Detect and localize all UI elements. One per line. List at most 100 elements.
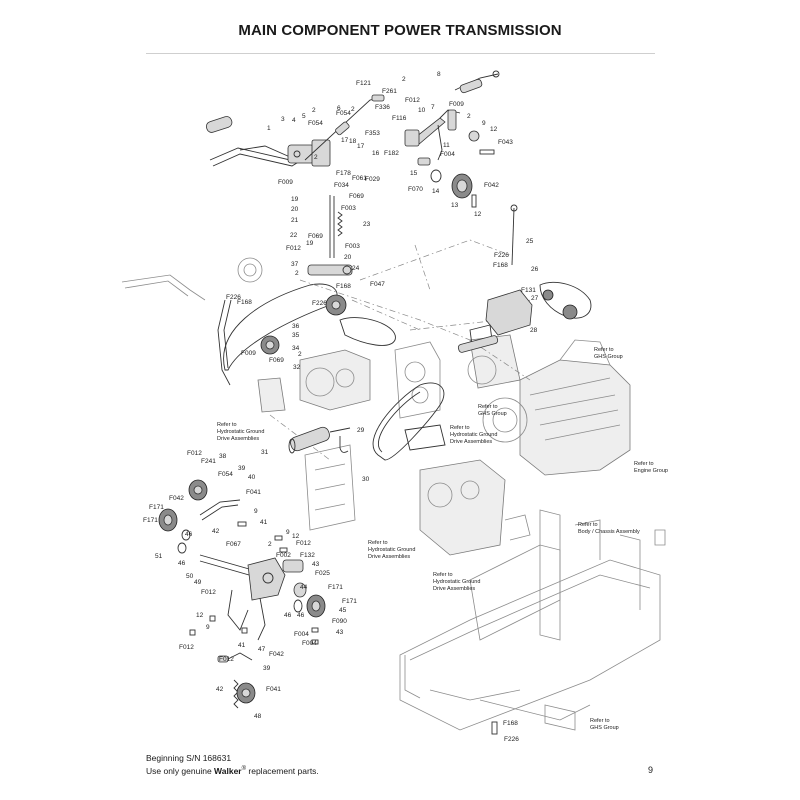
callout-labels: F121 2 F261 8 F012 F009 F336 2 F054 6 2 … (143, 71, 539, 743)
bushing-14-15 (417, 157, 442, 183)
callout-f241: F241 (201, 458, 216, 465)
callout-f090: F090 (332, 618, 347, 625)
callout-2-b: 2 (351, 106, 355, 113)
hook-30 (339, 436, 349, 453)
callout-f171-b: F171 (143, 517, 158, 524)
callout-16: 16 (372, 150, 380, 157)
callout-f168-b: F168 (237, 299, 252, 306)
callout-9-a: 9 (482, 120, 486, 127)
page-footer: Beginning S/N 168631 Use only genuine Wa… (146, 753, 319, 777)
callout-9-d: 9 (206, 624, 210, 631)
callout-19-b: 19 (306, 240, 314, 247)
callout-f003-a: F003 (341, 205, 356, 212)
drive-frame-ghost (304, 341, 441, 531)
callout-4: 4 (292, 117, 296, 124)
callout-20-b: 20 (344, 254, 352, 261)
callout-f132: F132 (300, 552, 315, 559)
callout-f168-a: F168 (336, 283, 351, 290)
callout-f070: F070 (408, 186, 423, 193)
page-number: 9 (648, 765, 654, 775)
callout-f047: F047 (370, 281, 385, 288)
handle-grip-3 (205, 116, 233, 133)
callout-27: 27 (531, 295, 539, 302)
callout-f182: F182 (384, 150, 399, 157)
callout-f009-a: F009 (449, 101, 464, 108)
callout-f226-b: F226 (312, 300, 327, 307)
callout-9-b: 9 (254, 508, 258, 515)
refer-engine-group: Refer to Engine Group (634, 461, 668, 474)
callout-f029: F029 (365, 176, 380, 183)
registered-mark: ® (241, 766, 247, 772)
pulley-46-left (158, 508, 191, 554)
callout-3: 3 (281, 116, 285, 123)
belt-32 (223, 283, 396, 371)
callout-f054-c: F054 (218, 471, 233, 478)
callout-12-b: 12 (474, 211, 482, 218)
pulley-45 (293, 582, 326, 618)
callout-f171-a: F171 (149, 504, 164, 511)
callout-49: 49 (194, 579, 202, 586)
callout-51: 51 (155, 553, 163, 560)
callout-7: 7 (431, 104, 435, 111)
callout-41-b: 41 (238, 642, 246, 649)
callout-f054-a: F054 (336, 110, 351, 117)
callout-f004-b: F004 (294, 631, 309, 638)
callout-f226-a: F226 (226, 294, 241, 301)
callout-f131: F131 (521, 287, 536, 294)
callout-32: 32 (293, 364, 301, 371)
callout-21: 21 (291, 217, 299, 224)
callout-44: 44 (300, 584, 308, 591)
callout-f012-c: F012 (187, 450, 202, 457)
genuine-parts-note: Use only genuine Walker® replacement par… (146, 765, 319, 776)
callout-f226-c: F226 (494, 252, 509, 259)
belt-29 (372, 382, 446, 461)
callout-f043: F043 (498, 139, 513, 146)
callout-40: 40 (248, 474, 256, 481)
callout-2: 2 (402, 76, 406, 83)
callout-37: 37 (291, 261, 299, 268)
callout-2-d: 2 (467, 113, 471, 120)
callout-f171-c: F171 (328, 584, 343, 591)
callout-f067: F067 (226, 541, 241, 548)
callout-45: 45 (339, 607, 347, 614)
control-cable-8 (454, 70, 500, 94)
pulley-38 (188, 479, 208, 501)
callout-f009-b: F009 (278, 179, 293, 186)
refer-ghs-group-2: Refer to GHS Group (478, 404, 507, 417)
callout-12-a: 12 (490, 126, 498, 133)
callout-19-a: 19 (291, 196, 299, 203)
callout-2-g: 2 (298, 351, 302, 358)
callout-f012-e: F012 (201, 589, 216, 596)
callout-15: 15 (410, 170, 418, 177)
callout-46-b: 46 (178, 560, 186, 567)
callout-f171-d: F171 (342, 598, 357, 605)
callout-f004-c: F004 (302, 640, 317, 647)
callout-30: 30 (362, 476, 370, 483)
callout-34: 34 (292, 345, 300, 352)
link-47 (217, 652, 253, 663)
callout-25: 25 (526, 238, 534, 245)
callout-8: 8 (437, 71, 441, 78)
callout-f041-b: F041 (266, 686, 281, 693)
callout-f003-b: F003 (345, 243, 360, 250)
callout-20-a: 20 (291, 206, 299, 213)
callout-2-e: 2 (314, 154, 318, 161)
callout-f002: F002 (276, 552, 291, 559)
refer-ghs-group-1: Refer to GHS Group (594, 347, 623, 360)
callout-42-b: 42 (216, 686, 224, 693)
page-title: MAIN COMPONENT POWER TRANSMISSION (238, 22, 562, 39)
callout-f025: F025 (315, 570, 330, 577)
clutch-arm-assembly (227, 557, 304, 641)
callout-1: 1 (267, 125, 271, 132)
callout-f168-c: F168 (493, 262, 508, 269)
shaft-coupler-31 (288, 426, 351, 454)
callout-22: 22 (290, 232, 298, 239)
callout-13: 13 (451, 202, 459, 209)
callout-26: 26 (531, 266, 539, 273)
callout-46-d: 46 (297, 612, 305, 619)
callout-47: 47 (258, 646, 266, 653)
callout-29: 29 (357, 427, 365, 434)
spring-11-bracket (437, 109, 457, 161)
callout-31: 31 (261, 449, 269, 456)
callout-10: 10 (418, 107, 426, 114)
